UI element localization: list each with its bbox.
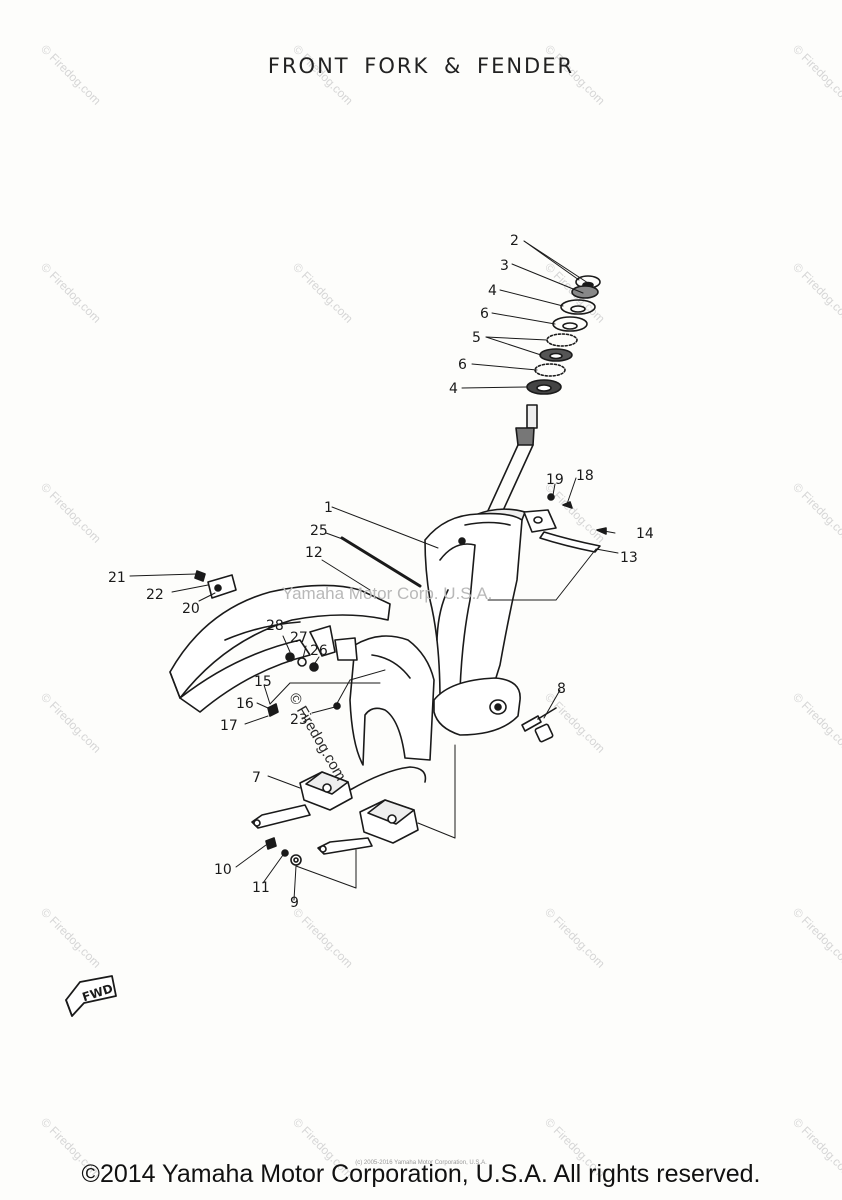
callout-6: 6 [458, 357, 467, 373]
callout-9: 9 [290, 895, 299, 911]
callout-6: 6 [480, 306, 489, 322]
callout-16: 16 [236, 696, 254, 712]
shock-unit-right [317, 799, 419, 855]
callout-28: 28 [266, 618, 284, 634]
callout-25: 25 [310, 523, 328, 539]
tiny-copyright: (c) 2005-2016 Yamaha Motor Corporation, … [355, 1160, 487, 1166]
callout-labels: 2 3 4 6 5 6 4 19 18 14 13 1 25 12 21 22 … [108, 233, 654, 911]
callout-15: 15 [254, 674, 272, 690]
callout-2: 2 [510, 233, 519, 249]
callout-1: 1 [324, 500, 333, 516]
callout-27: 27 [290, 630, 308, 646]
callout-4: 4 [449, 381, 458, 397]
callout-5: 5 [472, 330, 481, 346]
yamaha-watermark: Yamaha Motor Corp. U.S.A. [282, 584, 493, 603]
steering-stem [474, 404, 538, 529]
callout-20: 20 [182, 601, 200, 617]
callout-4: 4 [488, 283, 497, 299]
fender-clip [194, 570, 237, 599]
callout-3: 3 [500, 258, 509, 274]
callout-13: 13 [620, 550, 638, 566]
front-fender [169, 584, 391, 713]
callout-21: 21 [108, 570, 126, 586]
washers-9-10-11 [265, 837, 302, 866]
callout-7: 7 [252, 770, 261, 786]
callout-8: 8 [557, 681, 566, 697]
callout-10: 10 [214, 862, 232, 878]
axle-bolt [521, 707, 557, 743]
callout-12: 12 [305, 545, 323, 561]
callout-23: 23 [290, 712, 308, 728]
fender-hardware [267, 652, 341, 717]
callout-18: 18 [576, 468, 594, 484]
leader-lines [129, 240, 619, 901]
front-fork [349, 512, 523, 766]
callout-11: 11 [252, 880, 270, 896]
bearing-stack [526, 275, 601, 395]
callout-14: 14 [636, 526, 654, 542]
footer-copyright: ©2014 Yamaha Motor Corporation, U.S.A. A… [81, 1160, 761, 1188]
diagram-title: FRONT FORK & FENDER [267, 54, 575, 78]
upper-bracket [523, 493, 607, 553]
callout-17: 17 [220, 718, 238, 734]
shock-unit-left [251, 766, 427, 829]
callout-26: 26 [310, 643, 328, 659]
callout-22: 22 [146, 587, 164, 603]
callout-19: 19 [546, 472, 564, 488]
fwd-arrow-icon [65, 975, 117, 1017]
